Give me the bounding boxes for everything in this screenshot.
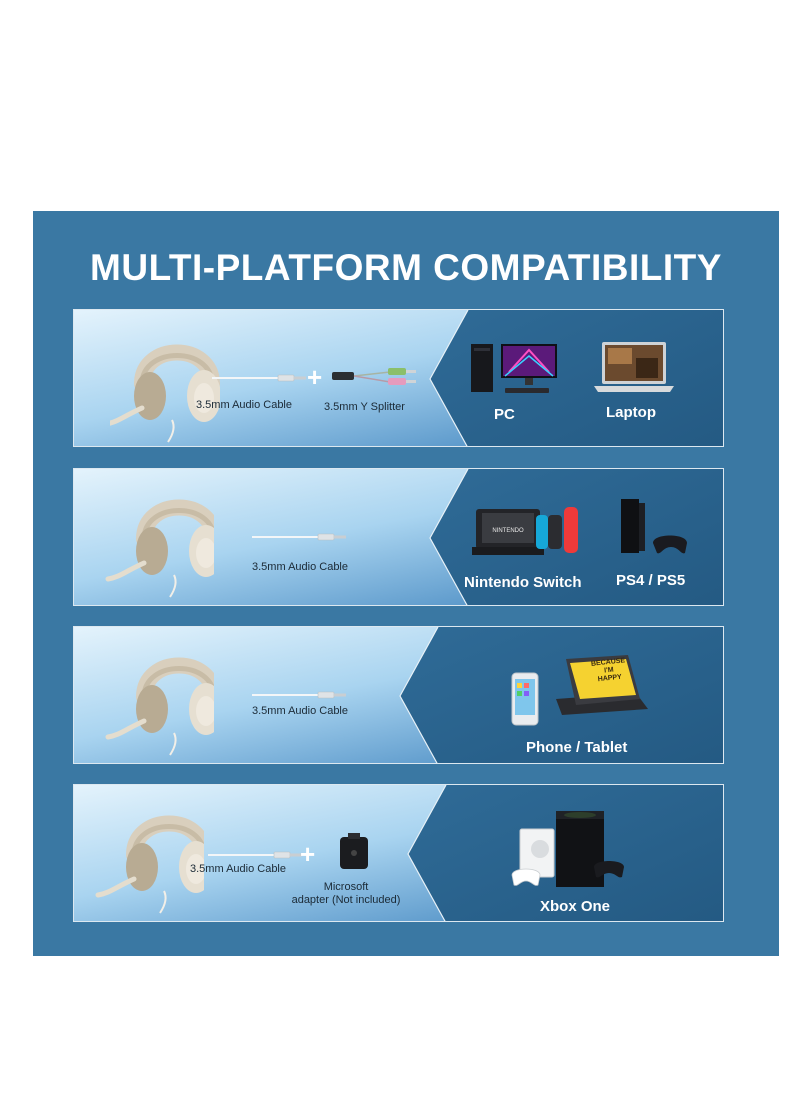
row-switch-ps: 3.5mm Audio Cable NINTENDO Nintendo Swit… xyxy=(73,468,724,606)
page-title: MULTI-PLATFORM COMPATIBILITY xyxy=(90,247,722,288)
audio-cable-label: 3.5mm Audio Cable xyxy=(196,399,292,411)
microsoft-adapter-icon xyxy=(340,833,368,869)
row-xbox: + 3.5mm Audio Cable Microsoft adapter (N… xyxy=(73,784,724,922)
audio-cable-icon xyxy=(208,851,303,859)
y-splitter-icon xyxy=(332,368,416,385)
adapter-label-line1: Microsoft xyxy=(323,881,369,893)
audio-cable-icon xyxy=(252,691,347,699)
row-background xyxy=(74,627,723,763)
device-label-laptop: Laptop xyxy=(606,404,656,421)
laptop-icon xyxy=(594,342,674,392)
headset-icon xyxy=(94,795,204,920)
audio-cable-label: 3.5mm Audio Cable xyxy=(252,705,348,717)
tablet-icon xyxy=(556,655,648,715)
adapter-label-line2: adapter (Not included) xyxy=(291,894,401,906)
device-label-phone-tablet: Phone / Tablet xyxy=(526,739,628,756)
nintendo-switch-icon: NINTENDO xyxy=(472,507,578,555)
row-phone-tablet: 3.5mm Audio Cable BECAUSE I'M HAPPY Phon… xyxy=(73,626,724,764)
plus-sign: + xyxy=(307,362,323,392)
device-label-xbox: Xbox One xyxy=(540,898,611,915)
pc-icon xyxy=(471,344,557,393)
row-pc-laptop: + 3.5mm Audio Cable 3.5mm Y Splitter xyxy=(73,309,724,447)
headset-icon xyxy=(104,479,214,604)
plus-sign: + xyxy=(300,839,316,869)
y-splitter-label: 3.5mm Y Splitter xyxy=(324,401,405,413)
device-label-pc: PC xyxy=(494,406,515,423)
audio-cable-icon xyxy=(252,533,347,541)
svg-text:NINTENDO: NINTENDO xyxy=(492,528,524,534)
phone-icon xyxy=(511,672,539,726)
audio-cable-label: 3.5mm Audio Cable xyxy=(190,863,286,875)
headset-icon xyxy=(104,637,214,762)
playstation-icon xyxy=(621,499,687,554)
audio-cable-label: 3.5mm Audio Cable xyxy=(252,561,348,573)
audio-cable-icon xyxy=(212,374,307,382)
device-label-playstation: PS4 / PS5 xyxy=(616,572,686,589)
headset-icon xyxy=(110,324,220,447)
device-label-switch: Nintendo Switch xyxy=(464,574,582,591)
compatibility-panel: MULTI-PLATFORM COMPATIBILITY + 3.5mm Aud… xyxy=(33,211,779,956)
xbox-icon xyxy=(511,811,624,887)
